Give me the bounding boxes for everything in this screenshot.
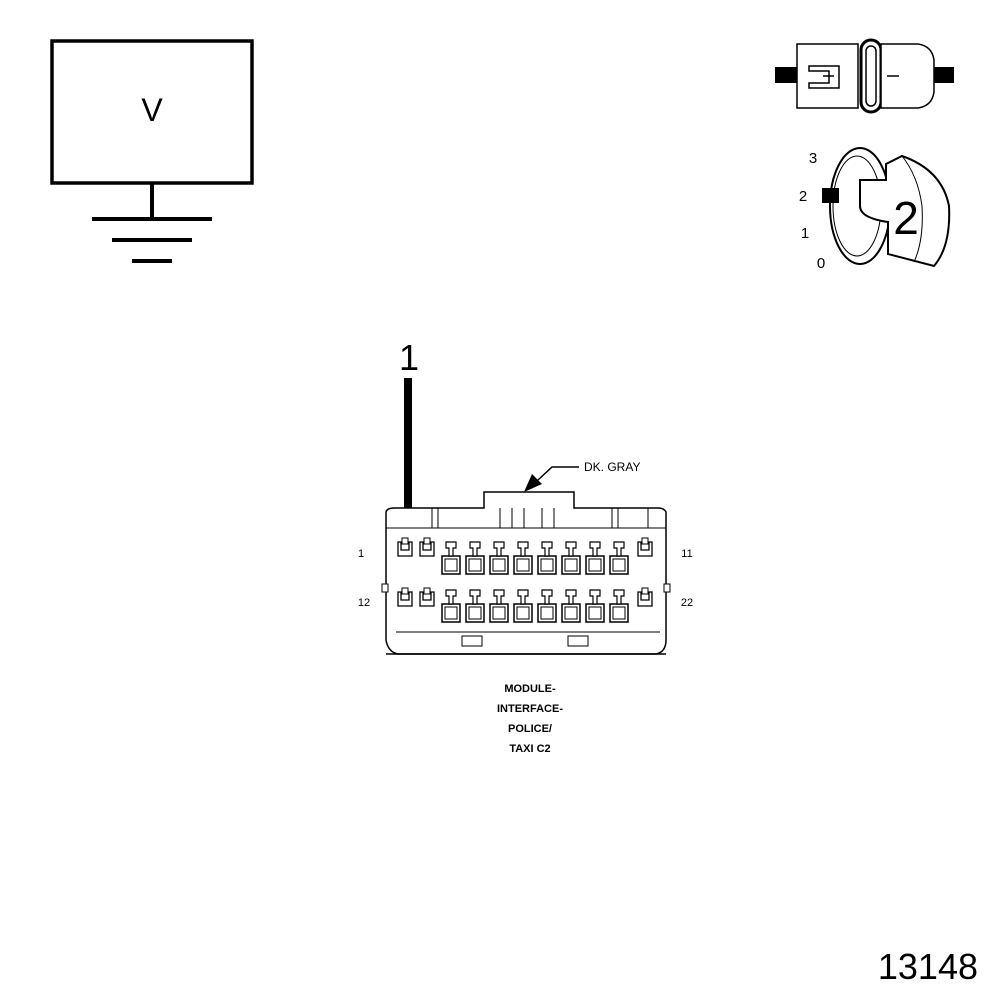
switch-position-label: 1 xyxy=(801,225,809,242)
pin-number-label: 22 xyxy=(681,597,693,609)
switch-position-label: 0 xyxy=(817,255,825,272)
callout-number: 1 xyxy=(399,337,419,378)
caption-line: MODULE- xyxy=(504,683,556,695)
voltmeter-symbol: V xyxy=(50,39,254,263)
connector-disconnect-icon xyxy=(775,38,954,114)
switch-position-marker xyxy=(822,188,839,203)
voltmeter-label: V xyxy=(141,92,163,128)
connector-face: 1 11 12 22 xyxy=(358,491,693,655)
switch-position-label: 3 xyxy=(809,150,817,167)
caption-line: POLICE/ xyxy=(508,723,552,735)
color-callout: DK. GRAY xyxy=(524,460,640,492)
connector-caption: MODULE- INTERFACE- POLICE/ TAXI C2 xyxy=(497,683,563,755)
figure-number: 13148 xyxy=(878,946,978,987)
pin-number-label: 12 xyxy=(358,597,370,609)
color-label: DK. GRAY xyxy=(584,460,640,474)
switch-position-label: 2 xyxy=(799,188,807,205)
pin-number-label: 11 xyxy=(681,548,692,560)
caption-line: TAXI C2 xyxy=(509,743,550,755)
ground-icon xyxy=(92,183,212,263)
pin-number-label: 1 xyxy=(358,548,364,560)
caption-line: INTERFACE- xyxy=(497,703,563,715)
key-label: 2 xyxy=(893,192,919,244)
ignition-switch-icon: 3 2 1 0 2 xyxy=(799,147,951,272)
